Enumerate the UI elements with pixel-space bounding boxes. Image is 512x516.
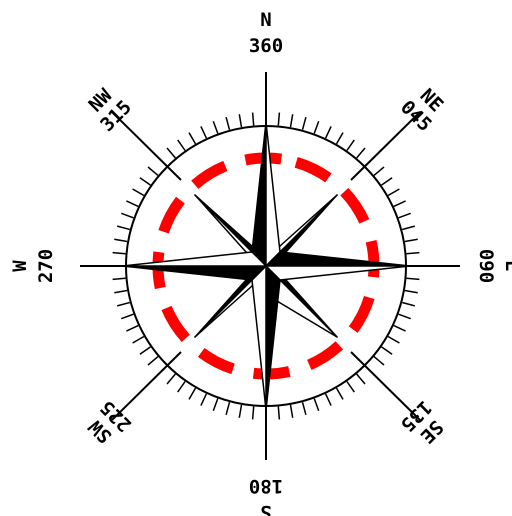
tick-mark	[388, 337, 399, 344]
label-e-degrees: 090	[475, 249, 497, 283]
label-s: S	[260, 501, 271, 516]
label-w-degrees: 270	[35, 249, 57, 283]
tick-mark	[117, 226, 130, 229]
tick-mark	[382, 178, 393, 185]
tick-mark	[407, 253, 420, 254]
tick-mark	[253, 113, 254, 126]
tick-mark	[114, 239, 127, 241]
label-n: N	[260, 9, 271, 31]
tick-mark	[382, 347, 393, 354]
tick-mark	[140, 347, 151, 354]
tick-mark	[239, 405, 241, 418]
tick-mark	[291, 405, 293, 418]
point-s-left	[252, 266, 266, 410]
tick-mark	[303, 117, 306, 130]
tick-mark	[140, 178, 151, 185]
tick-mark	[201, 394, 207, 406]
tick-mark	[374, 167, 384, 175]
tick-mark	[405, 291, 418, 293]
tick-mark	[148, 357, 158, 365]
tick-mark	[278, 407, 279, 420]
tick-mark	[189, 388, 196, 399]
point-w-bottom	[122, 266, 266, 280]
tick-mark	[226, 402, 229, 415]
tick-mark	[337, 388, 344, 399]
tick-mark	[405, 239, 418, 241]
point-e-bottom	[266, 266, 410, 280]
tick-mark	[407, 278, 420, 279]
tick-mark	[201, 126, 207, 138]
tick-mark	[388, 189, 399, 196]
tick-mark	[117, 303, 130, 306]
label-w: W	[9, 260, 31, 272]
tick-mark	[167, 148, 175, 158]
tick-mark	[347, 382, 354, 393]
tick-mark	[374, 357, 384, 365]
tick-mark	[402, 303, 415, 306]
point-e-top	[266, 252, 410, 266]
tick-mark	[303, 402, 306, 415]
tick-mark	[133, 189, 144, 196]
tick-mark	[226, 117, 229, 130]
label-s-degrees: 180	[249, 475, 283, 497]
tick-mark	[121, 213, 133, 218]
tick-mark	[148, 167, 158, 175]
label-n-degrees: 360	[249, 35, 283, 57]
tick-mark	[337, 133, 344, 144]
tick-mark	[213, 399, 218, 411]
point-n-right	[266, 122, 280, 266]
tick-mark	[394, 201, 406, 207]
tick-mark	[399, 213, 411, 218]
tick-mark	[399, 314, 411, 319]
tick-mark	[357, 374, 365, 384]
tick-mark	[314, 121, 319, 133]
point-s-right	[266, 266, 280, 410]
tick-mark	[178, 382, 185, 393]
label-e: E	[501, 260, 512, 271]
tick-mark	[126, 326, 138, 332]
tick-mark	[121, 314, 133, 319]
tick-mark	[113, 253, 126, 254]
tick-mark	[126, 201, 138, 207]
tick-mark	[357, 148, 365, 158]
tick-mark	[278, 113, 279, 126]
tick-mark	[113, 278, 126, 279]
tick-mark	[326, 394, 332, 406]
tick-mark	[189, 133, 196, 144]
tick-mark	[253, 407, 254, 420]
point-w-top	[122, 252, 266, 266]
tick-mark	[394, 326, 406, 332]
tick-mark	[326, 126, 332, 138]
tick-mark	[402, 226, 415, 229]
tick-mark	[167, 374, 175, 384]
tick-mark	[239, 114, 241, 127]
tick-mark	[133, 337, 144, 344]
tick-mark	[291, 114, 293, 127]
point-n-left	[252, 122, 266, 266]
tick-mark	[114, 291, 127, 293]
tick-mark	[347, 140, 354, 151]
tick-mark	[314, 399, 319, 411]
tick-mark	[178, 140, 185, 151]
tick-mark	[213, 121, 218, 133]
